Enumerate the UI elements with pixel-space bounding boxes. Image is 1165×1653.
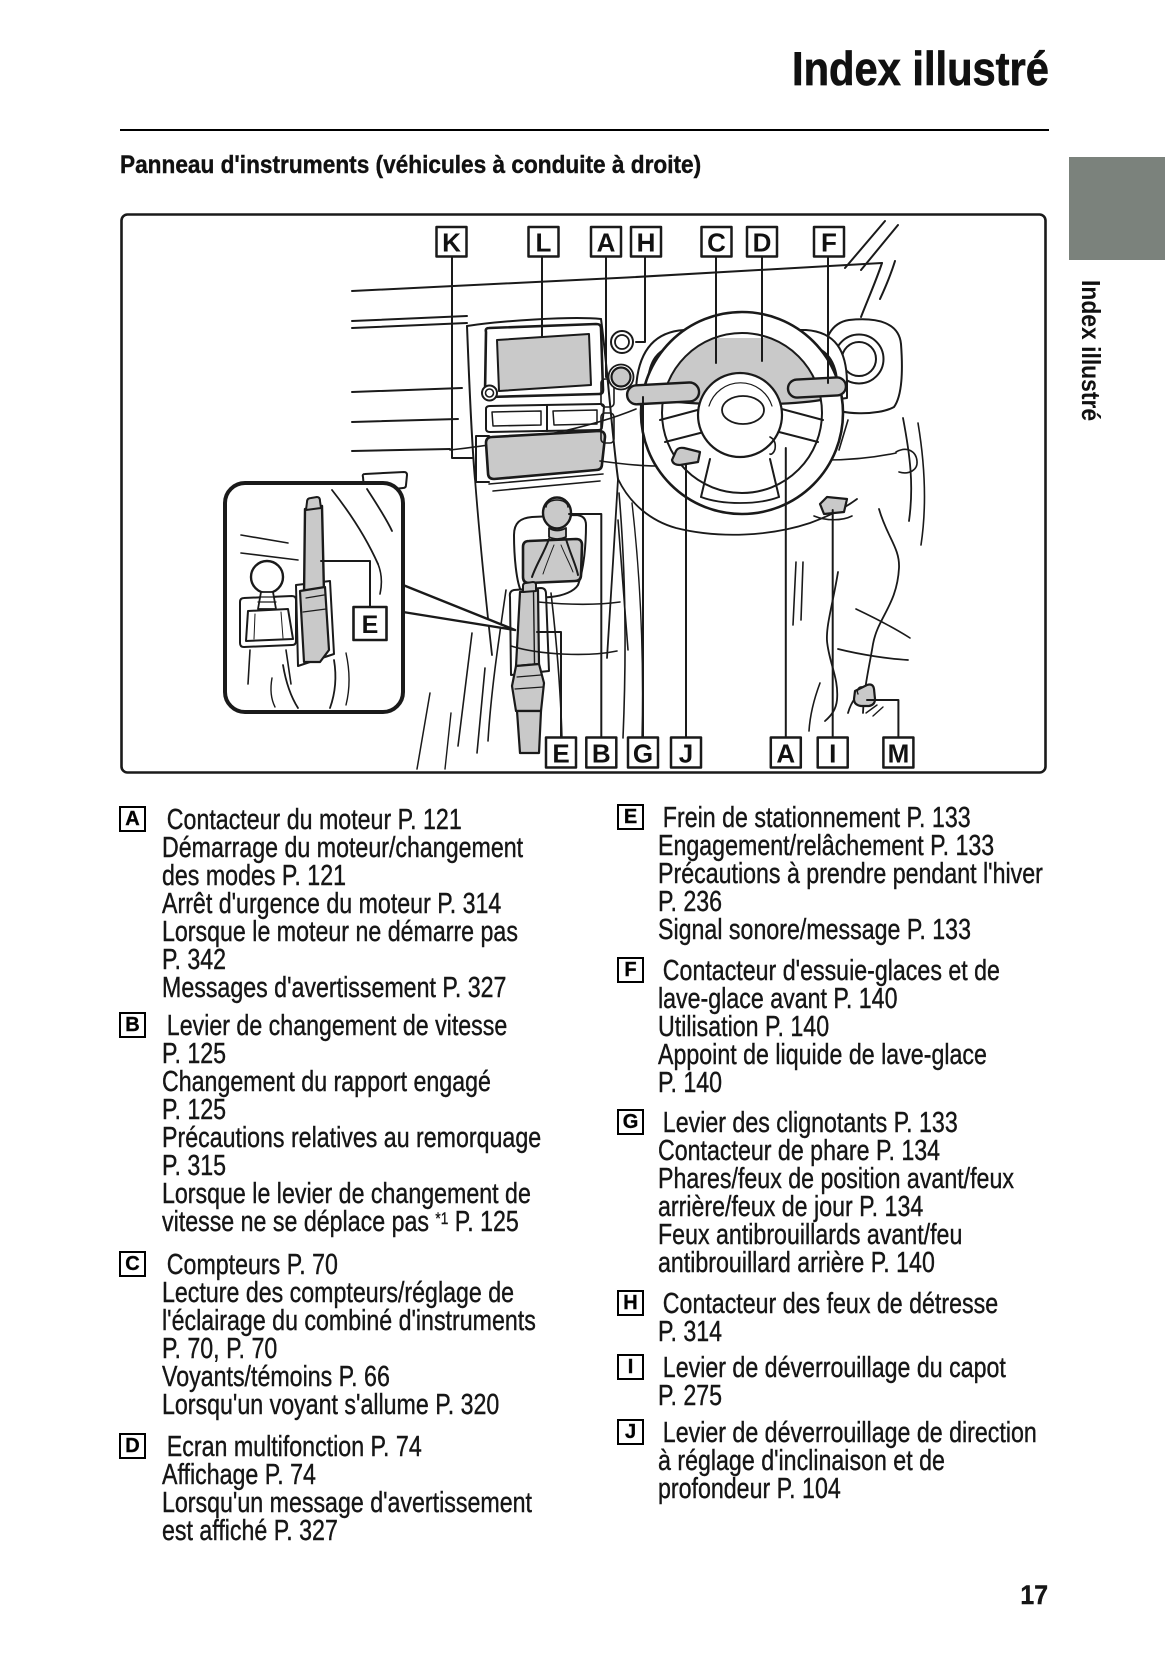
- svg-text:B: B: [592, 739, 611, 769]
- svg-text:E: E: [552, 739, 569, 769]
- svg-text:L: L: [536, 228, 552, 258]
- svg-text:J: J: [679, 739, 693, 769]
- svg-text:F: F: [821, 228, 837, 258]
- svg-text:K: K: [442, 228, 461, 258]
- svg-text:G: G: [633, 739, 653, 769]
- svg-text:C: C: [707, 228, 726, 258]
- svg-text:M: M: [888, 739, 910, 769]
- svg-text:A: A: [776, 739, 795, 769]
- svg-text:D: D: [753, 228, 772, 258]
- svg-text:E: E: [362, 611, 379, 639]
- svg-text:A: A: [597, 228, 616, 258]
- svg-text:I: I: [829, 739, 836, 769]
- svg-text:H: H: [637, 228, 656, 258]
